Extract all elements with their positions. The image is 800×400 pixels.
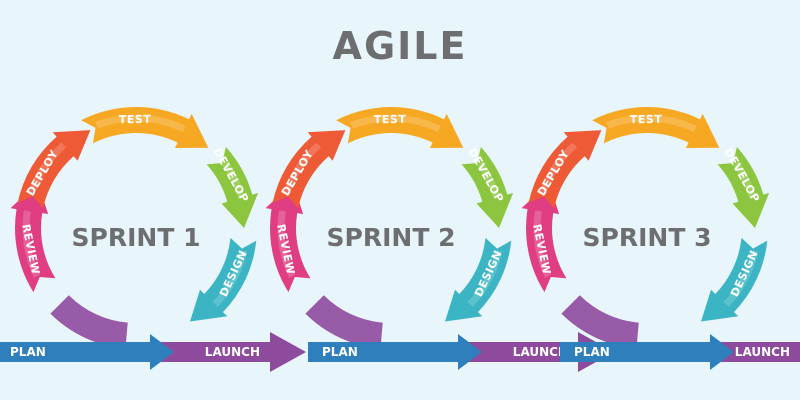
- plan-label: PLAN: [574, 345, 610, 359]
- launch-arrow: [710, 332, 800, 372]
- sprint-band-1: PLAN LAUNCH: [0, 332, 306, 372]
- review-arrow-highlight: [533, 210, 552, 278]
- test-arrow: [336, 107, 464, 148]
- design-arrow-highlight: [723, 250, 759, 307]
- diagram-title: AGILE: [332, 24, 468, 68]
- plan-arrow: [0, 334, 174, 370]
- develop-arrow-highlight: [733, 161, 757, 199]
- launch-label: LAUNCH: [205, 345, 260, 359]
- launch-arrow: [150, 332, 306, 372]
- test-arrow-highlight: [350, 114, 441, 133]
- sprint-label: SPRINT 2: [327, 223, 456, 252]
- develop-arrow: [461, 147, 514, 228]
- review-arrow-highlight: [22, 210, 41, 278]
- deploy-arrow: [528, 130, 602, 209]
- plan-arrow: [560, 334, 734, 370]
- review-arrow: [521, 182, 567, 293]
- develop-arrow-highlight: [477, 161, 501, 199]
- develop-arrow: [717, 147, 770, 228]
- test-arrow: [81, 107, 209, 148]
- launch-label: LAUNCH: [735, 345, 790, 359]
- design-arrow-highlight: [467, 250, 503, 307]
- review-arrow-highlight: [277, 210, 296, 278]
- test-arrow: [592, 107, 720, 148]
- design-arrow: [190, 237, 257, 322]
- launch-swoosh: [50, 294, 129, 349]
- test-arrow-highlight: [606, 114, 697, 133]
- test-label: TEST: [119, 113, 152, 126]
- test-arrow-highlight: [95, 114, 186, 133]
- test-label: TEST: [374, 113, 407, 126]
- develop-arrow: [206, 147, 259, 228]
- launch-swoosh: [305, 294, 384, 349]
- sprint-band-3: PLAN LAUNCH: [560, 332, 800, 372]
- plan-label: PLAN: [322, 345, 358, 359]
- sprint-label: SPRINT 1: [72, 223, 201, 252]
- launch-swoosh: [561, 294, 640, 349]
- plan-label: PLAN: [10, 345, 46, 359]
- review-arrow: [10, 182, 56, 293]
- deploy-arrow: [17, 130, 91, 209]
- develop-arrow-highlight: [222, 161, 246, 199]
- deploy-arrow: [272, 130, 346, 209]
- deploy-arrow-highlight: [539, 142, 578, 196]
- design-arrow: [445, 237, 512, 322]
- plan-arrow: [308, 334, 482, 370]
- test-label: TEST: [630, 113, 663, 126]
- review-arrow: [265, 182, 311, 293]
- design-arrow: [701, 237, 768, 322]
- sprint-label: SPRINT 3: [583, 223, 712, 252]
- launch-label: LAUNCH: [513, 345, 568, 359]
- deploy-arrow-highlight: [28, 142, 67, 196]
- deploy-arrow-highlight: [283, 142, 322, 196]
- design-arrow-highlight: [212, 250, 248, 307]
